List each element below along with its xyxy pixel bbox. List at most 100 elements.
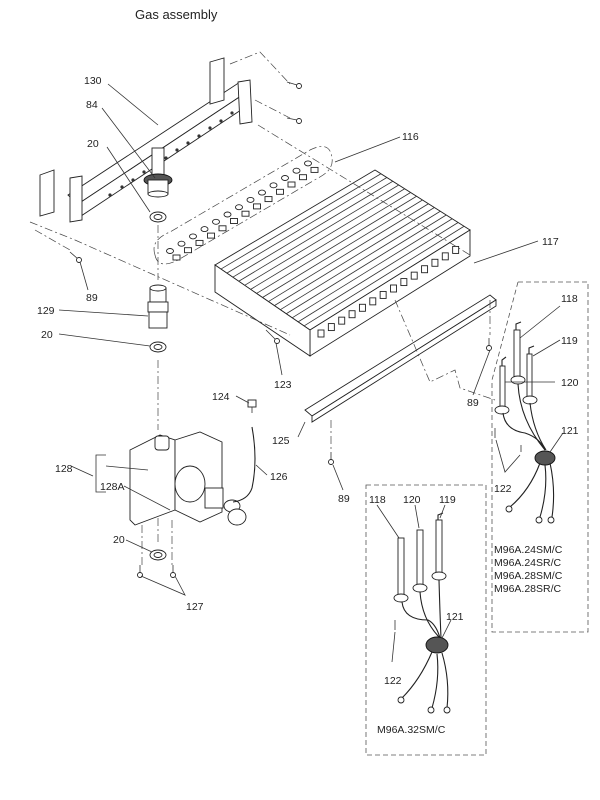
burner-rib [226, 177, 388, 274]
injector-oring [189, 233, 197, 240]
label-20-top: 20 [87, 138, 99, 150]
label-127: 127 [186, 601, 204, 613]
model-group-a-box [491, 281, 589, 633]
electrode-118-b [393, 537, 409, 603]
injector-oring [166, 248, 174, 254]
model-list-a: M96A.24SM/C M96A.24SR/C M96A.28SM/C M96A… [494, 544, 563, 595]
injector-nozzle [230, 218, 238, 224]
label-124: 124 [212, 391, 230, 403]
burner-rib [274, 207, 435, 306]
part-labels: 130 84 20 116 117 89 129 20 123 124 125 … [37, 75, 579, 687]
grommet-121-a [534, 450, 556, 466]
union-fitting-129 [147, 284, 169, 329]
burner-port [358, 303, 366, 312]
burner-port [441, 252, 449, 261]
label-120-b: 120 [403, 494, 421, 506]
label-20-bottom: 20 [113, 534, 125, 546]
screw-top-2 [286, 117, 302, 124]
injector-nozzle [310, 166, 319, 173]
model-a-3: M96A.28SM/C [494, 570, 563, 582]
burner-rib [297, 222, 459, 323]
screw-127-a [137, 565, 143, 578]
gas-manifold-bar [39, 57, 253, 223]
electrode-119-b [431, 512, 447, 581]
label-130: 130 [84, 75, 102, 87]
label-118-b: 118 [369, 494, 386, 506]
electrode-120-a [494, 356, 510, 415]
label-121-b: 121 [446, 611, 464, 623]
label-125: 125 [272, 435, 290, 447]
label-84: 84 [86, 99, 98, 111]
label-89-left: 89 [86, 292, 98, 304]
diagram-title: Gas assembly [135, 7, 218, 22]
burner-port [390, 284, 397, 293]
burner-port [379, 290, 387, 299]
label-119-a: 119 [561, 335, 578, 347]
label-89-right: 89 [467, 397, 479, 409]
burner-port [338, 316, 346, 325]
pilot-tube-126 [232, 426, 256, 503]
injector-nozzle [276, 188, 284, 195]
label-128: 128 [55, 463, 73, 475]
injector-nozzle [195, 239, 204, 246]
label-128A: 128A [100, 481, 125, 493]
injector-oring [212, 218, 220, 225]
gas-valve-128 [129, 431, 247, 526]
injector-oring [177, 240, 186, 247]
label-123: 123 [274, 379, 292, 391]
screw-89-left [69, 251, 82, 263]
injector-nozzle [207, 232, 215, 239]
electrode-118-a [510, 321, 526, 385]
label-118-a: 118 [561, 293, 578, 305]
injector-oring [304, 160, 312, 167]
inlet-pipe-84 [143, 147, 173, 198]
label-20-mid: 20 [41, 329, 53, 341]
model-group-b-box [365, 484, 487, 756]
label-122-a: 122 [494, 483, 512, 495]
label-121-a: 121 [561, 425, 579, 437]
burner-rib [291, 218, 453, 319]
injector-oring [269, 182, 278, 189]
burner-port [410, 271, 418, 280]
burner-port [348, 310, 356, 319]
burner-rib [232, 180, 394, 278]
injector-oring [258, 189, 266, 196]
injector-nozzle [299, 174, 307, 181]
injector-nozzle [253, 203, 261, 210]
model-a-4: M96A.28SR/C [494, 583, 562, 595]
screw-123 [265, 329, 280, 344]
label-126: 126 [270, 471, 288, 483]
burner-rib [286, 214, 447, 315]
injector-group-116 [153, 146, 333, 265]
burner-port [327, 323, 335, 332]
label-122-b: 122 [384, 675, 402, 687]
injector-oring [246, 196, 255, 203]
injector-nozzle [241, 210, 250, 217]
screw-top-1 [286, 81, 302, 89]
injector-nozzle [218, 225, 227, 232]
injector-nozzle [184, 247, 192, 254]
burner-rib [280, 210, 441, 311]
screw-122-a [494, 428, 522, 452]
burner-rib [250, 192, 411, 290]
injector-nozzle [287, 181, 296, 188]
burner-rib [244, 188, 405, 286]
injector-nozzle [172, 254, 181, 261]
electrode-119-a [522, 345, 538, 405]
injector-oring [281, 175, 289, 181]
injector-oring [292, 167, 301, 174]
injector-oring [200, 226, 209, 233]
burner-port [431, 258, 439, 267]
model-a-2: M96A.24SR/C [494, 557, 562, 569]
label-119-b: 119 [439, 494, 456, 506]
burner-rib [262, 199, 423, 298]
burner-port [400, 278, 408, 287]
screw-89-mid [328, 452, 334, 465]
model-b-1: M96A.32SM/C [377, 724, 446, 736]
burner-rib [268, 203, 429, 302]
injector-nozzle [264, 196, 273, 203]
label-89-mid: 89 [338, 493, 350, 505]
label-116: 116 [402, 131, 419, 143]
burner-rib [256, 195, 417, 294]
